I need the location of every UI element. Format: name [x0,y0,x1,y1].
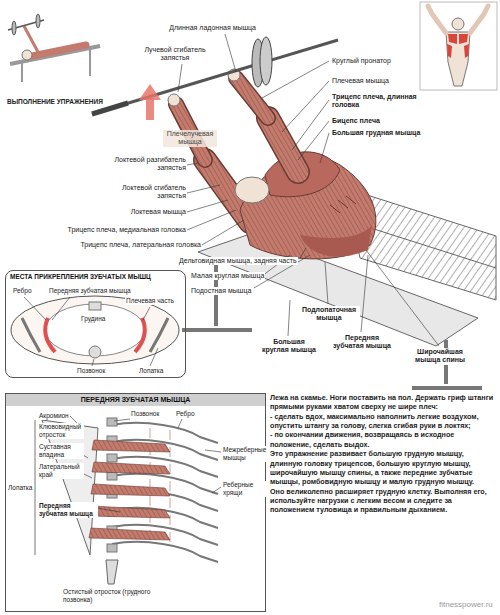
muscle-label: Локтевая мышца [105,208,187,216]
part-label: Клювовидный отросток [38,423,84,439]
part-label: Позвонок [76,367,106,375]
part-label: Передняя зубчатая мышца [48,287,132,295]
near-arm [228,69,298,172]
exercise-thumbnail [8,14,100,82]
panel-heading: ПЕРЕДНЯЯ ЗУБЧАТАЯ МЫШЦА [6,394,265,406]
muscle-label: Круглый пронатор [331,57,392,65]
muscle-label: Длинная ладонная мышца [160,24,257,32]
part-label: Плечевая часть [125,297,175,305]
leader-lines [70,416,221,512]
ribcage [35,418,218,584]
part-label: Лопатка [7,484,33,492]
muscle-label: Трицепс плеча, латеральная головка [40,241,202,249]
muscle-label: Широчайшая мышца спины [408,348,472,365]
muscle-label: Подлопаточная мышца [298,306,360,323]
movement-arrow [139,84,161,120]
part-label: Реберные хрящи [222,481,266,497]
muscle-label: Дельтовидная мышца, задняя часть [178,257,298,265]
description-text: - по окончании движения, возвращаясь в и… [270,430,496,449]
part-label: Ребро [175,410,196,418]
muscle-label: Большая грудная мышца [331,129,421,137]
part-label: Позвонок [130,410,160,418]
part-label: Суставная впадина [38,443,84,459]
muscle-label: Малая круглая мышца [190,272,265,280]
description-block: Лежа на скамье. Ноги поставить на пол. Д… [270,393,496,515]
muscle-label: Трицепс плеча, длинная головка [331,93,418,110]
muscle-label: Передняя зубчатая мышца [330,334,394,351]
description-text: - сделать вдох, максимально наполнить ле… [270,412,496,431]
watermark: fitnesspower.ru [438,600,494,610]
thorax-section [11,296,179,364]
figure-caption: ВЫПОЛНЕНИЕ УПРАЖНЕНИЯ [6,98,104,106]
muscle-label: Плечевая мышца [331,77,390,85]
muscle-label: Трицепс плеча, медиальная головка [40,226,187,234]
muscle-label: Локтевой сгибатель запястья [105,184,187,201]
part-label: Лопатка [138,367,164,375]
barbell [92,37,338,114]
muscle-figure [420,2,497,90]
part-label: Латеральный край [38,463,84,479]
leader-lines [24,297,158,366]
panel-heading: МЕСТА ПРИКРЕПЛЕНИЯ ЗУБЧАТЫХ МЫШЦ [6,271,185,283]
muscle-label: Локтевой разгибатель запястья [105,156,187,173]
part-label: Передняя зубчатая мышца [38,502,98,518]
part-label: Межреберные мышцы [222,446,266,462]
part-label: Ребро [12,287,33,295]
muscle-label: Большая круглая мышца [258,338,320,355]
description-text: Лежа на скамье. Ноги поставить на пол. Д… [270,393,496,412]
part-label: Акромион [38,412,70,420]
muscle-label: Лучевой сгибатель запястья [138,46,212,63]
muscle-label: Плечелучевая мышца [163,130,217,147]
description-text: Это упражнение развивает большую грудную… [270,449,496,486]
part-label: Грудина [80,315,106,323]
muscle-label: Бицепс плеча [331,117,381,125]
description-text: Оно великолепно расширяет грудную клетку… [270,487,496,515]
leader-lines [178,34,439,346]
muscle-label: Подостная мышца [190,287,252,295]
part-label: Остистый отросток (грудного позвонка) [62,588,164,604]
